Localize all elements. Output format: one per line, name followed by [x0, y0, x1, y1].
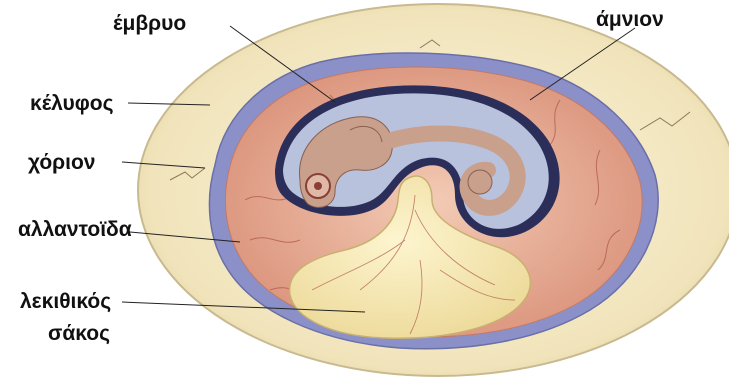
label-allantois: αλλαντοϊδα — [18, 218, 132, 241]
label-chorion: χόριον — [28, 151, 96, 174]
label-yolk-line2: σάκος — [48, 322, 110, 345]
label-yolk-line1: λεκιθικός — [20, 290, 111, 313]
label-embryo: έμβρυο — [113, 12, 186, 35]
label-amnion: άμνιον — [596, 8, 664, 31]
label-shell: κέλυφος — [30, 92, 114, 115]
